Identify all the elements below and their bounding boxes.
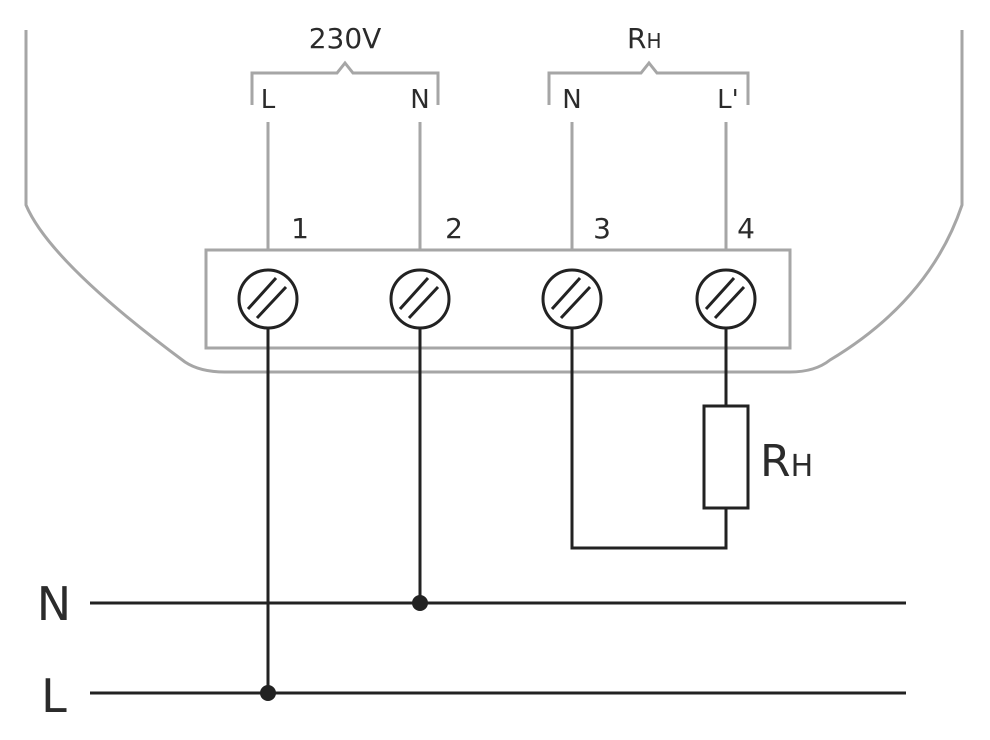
- junction-dot-line: [260, 685, 276, 701]
- svg-text:RH: RH: [760, 436, 813, 487]
- mains-neutral-label: N: [37, 577, 71, 631]
- heater-bracket: [547, 60, 750, 105]
- device-housing: [24, 30, 964, 374]
- screw-terminal-4: [695, 268, 757, 330]
- mains-line-label: L: [41, 669, 67, 723]
- terminal-number-2: 2: [445, 212, 463, 245]
- supply-terminal-l-label: L: [261, 85, 276, 115]
- screw-terminal-2: [389, 268, 451, 330]
- load-resistor: [702, 404, 750, 510]
- terminal-number-4: 4: [737, 212, 755, 245]
- supply-voltage-label: 230V: [309, 22, 382, 55]
- heater-terminal-n-label: N: [562, 85, 581, 115]
- junction-dot-neutral: [412, 595, 428, 611]
- supply-terminal-n-label: N: [410, 85, 429, 115]
- terminal-number-3: 3: [593, 212, 611, 245]
- wire-terminal-3-loop: [570, 328, 728, 550]
- terminal-number-1: 1: [291, 212, 309, 245]
- load-label-sub: H: [791, 449, 814, 484]
- terminal-block: [204, 248, 792, 350]
- heater-label-sub: H: [646, 29, 661, 53]
- screw-terminal-1: [237, 268, 299, 330]
- load-label-main: R: [760, 436, 791, 487]
- screw-terminal-3: [541, 268, 603, 330]
- supply-bracket: [250, 60, 440, 105]
- svg-text:RH: RH: [627, 22, 662, 55]
- heater-bracket-label: RH: [627, 22, 662, 55]
- heater-terminal-lprime-label: L': [717, 85, 739, 115]
- heater-label-main: R: [627, 22, 646, 55]
- load-resistor-label: RH: [760, 436, 813, 487]
